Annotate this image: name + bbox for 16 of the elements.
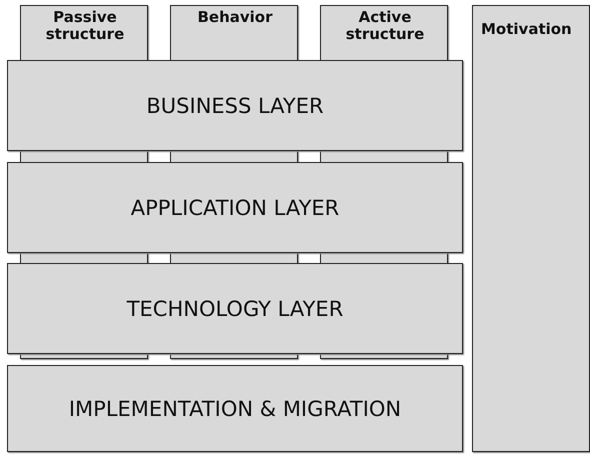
column-title: Passive structure [44, 9, 126, 43]
column-title: Active structure [344, 9, 426, 43]
layer-box [7, 60, 463, 151]
layer-title: APPLICATION LAYER [130, 196, 340, 220]
column-box [472, 5, 590, 452]
layer-title: IMPLEMENTATION & MIGRATION [68, 396, 402, 420]
layer-title: BUSINESS LAYER [145, 94, 325, 118]
column-title: Behavior [196, 9, 274, 26]
column-box [320, 5, 448, 61]
layer-box [7, 162, 463, 253]
layer-box [7, 263, 463, 354]
column-box [170, 5, 298, 61]
column-box [20, 5, 148, 61]
layer-title: TECHNOLOGY LAYER [126, 296, 344, 320]
layer-box [7, 365, 463, 452]
column-title: Motivation [481, 20, 573, 38]
